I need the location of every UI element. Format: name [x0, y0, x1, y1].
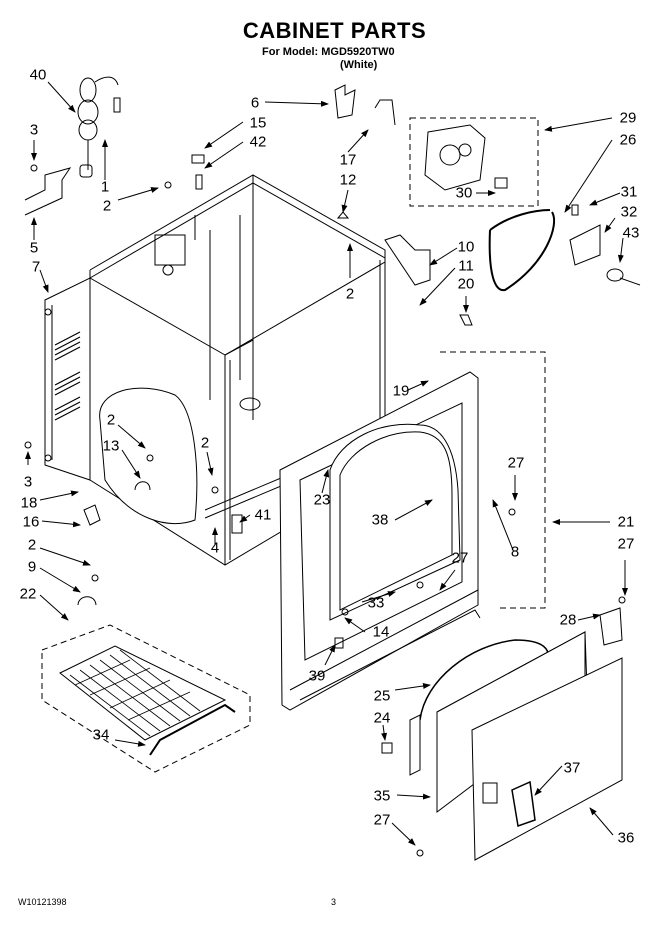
- callout-33: 33: [367, 594, 385, 612]
- callout-41: 41: [254, 506, 272, 524]
- callout-36: 36: [617, 829, 635, 847]
- callout-2: 2: [200, 434, 210, 452]
- callout-7: 7: [31, 258, 41, 276]
- callout-1: 1: [100, 178, 110, 196]
- callout-4: 4: [210, 539, 220, 557]
- callout-23: 23: [313, 491, 331, 509]
- toe-grille: [41, 624, 251, 773]
- callout-18: 18: [20, 494, 38, 512]
- callout-14: 14: [372, 623, 390, 641]
- callout-16: 16: [22, 513, 40, 531]
- diagram-title: CABINET PARTS: [242, 18, 427, 43]
- callout-24: 24: [373, 709, 391, 727]
- callout-11: 11: [458, 257, 474, 275]
- callout-2: 2: [106, 411, 116, 429]
- callout-34: 34: [92, 726, 110, 744]
- motor-assembly: [409, 117, 539, 207]
- leader-lines: [25, 81, 628, 846]
- callout-28: 28: [559, 611, 577, 629]
- callout-19: 19: [392, 382, 410, 400]
- callout-2: 2: [345, 285, 355, 303]
- callout-8: 8: [510, 543, 520, 561]
- callout-27: 27: [507, 454, 525, 472]
- callout-10: 10: [457, 238, 475, 256]
- callout-3: 3: [23, 473, 33, 491]
- bracket: [24, 167, 72, 216]
- callout-26: 26: [619, 131, 637, 149]
- callout-38: 38: [371, 511, 389, 529]
- callout-13: 13: [102, 437, 120, 455]
- page-number: 3: [331, 897, 337, 907]
- callout-3: 3: [29, 121, 39, 139]
- callout-2: 2: [27, 536, 37, 554]
- callout-29: 29: [619, 109, 637, 127]
- callout-27: 27: [451, 549, 469, 567]
- idler-bracket: [569, 204, 641, 286]
- dryer-door: [381, 607, 623, 861]
- side-panel: [44, 277, 91, 481]
- model-number: For Model: MGD5920TW0: [262, 46, 395, 58]
- callout-15: 15: [249, 114, 267, 132]
- callout-21: 21: [617, 513, 635, 531]
- document-code: W10121398: [18, 897, 67, 907]
- callout-35: 35: [373, 787, 391, 805]
- power-cord: [77, 76, 121, 178]
- callout-42: 42: [249, 133, 267, 151]
- front-panel-assembly: [279, 351, 546, 711]
- callout-27: 27: [373, 811, 391, 829]
- drive-belt: [488, 209, 556, 292]
- callout-12: 12: [339, 171, 357, 189]
- callout-20: 20: [457, 275, 475, 293]
- callout-31: 31: [620, 183, 638, 201]
- callout-40: 40: [29, 66, 47, 84]
- callout-43: 43: [622, 224, 640, 242]
- callout-6: 6: [250, 94, 260, 112]
- callout-17: 17: [339, 151, 357, 169]
- small-brackets: [334, 84, 473, 326]
- callout-9: 9: [27, 558, 37, 576]
- callout-37: 37: [563, 759, 581, 777]
- callout-30: 30: [455, 184, 473, 202]
- callout-22: 22: [19, 585, 37, 603]
- callout-32: 32: [620, 203, 638, 221]
- callout-25: 25: [373, 687, 391, 705]
- callout-27: 27: [617, 535, 635, 553]
- model-color: (White): [340, 59, 378, 71]
- callout-2: 2: [102, 197, 112, 215]
- callout-5: 5: [29, 239, 39, 257]
- fasteners: [24, 154, 626, 857]
- callout-39: 39: [308, 667, 326, 685]
